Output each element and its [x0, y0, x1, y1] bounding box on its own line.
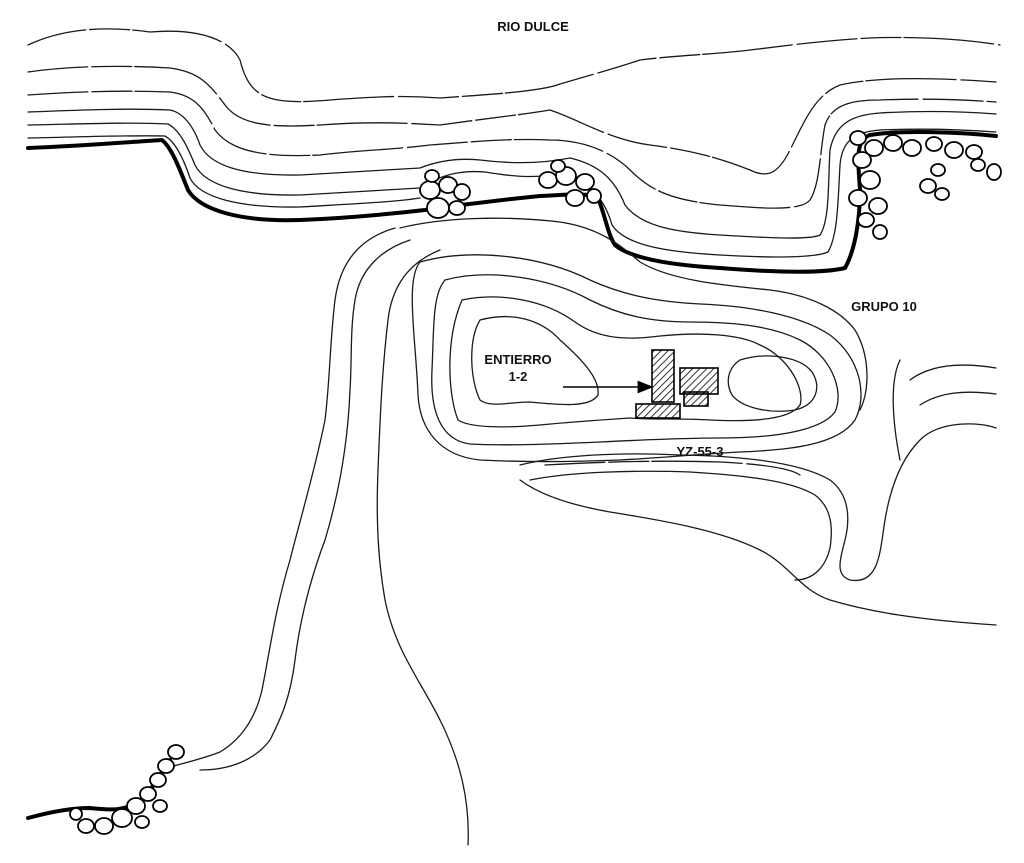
burial-label-line1: ENTIERRO — [484, 352, 552, 367]
river-label: RIO DULCE — [497, 19, 569, 34]
ridge-contours — [159, 217, 868, 846]
group-label: GRUPO 10 — [851, 299, 917, 314]
south-contours — [519, 359, 997, 626]
burial-label: ENTIERRO 1-2 — [478, 351, 558, 385]
site-label: YZ-55-3 — [676, 444, 724, 459]
lower-bank — [26, 744, 185, 835]
mound-contours — [411, 254, 862, 463]
burial-label-line2: 1-2 — [508, 369, 528, 384]
river-rocks — [419, 130, 1002, 240]
excavation-units — [635, 349, 719, 419]
